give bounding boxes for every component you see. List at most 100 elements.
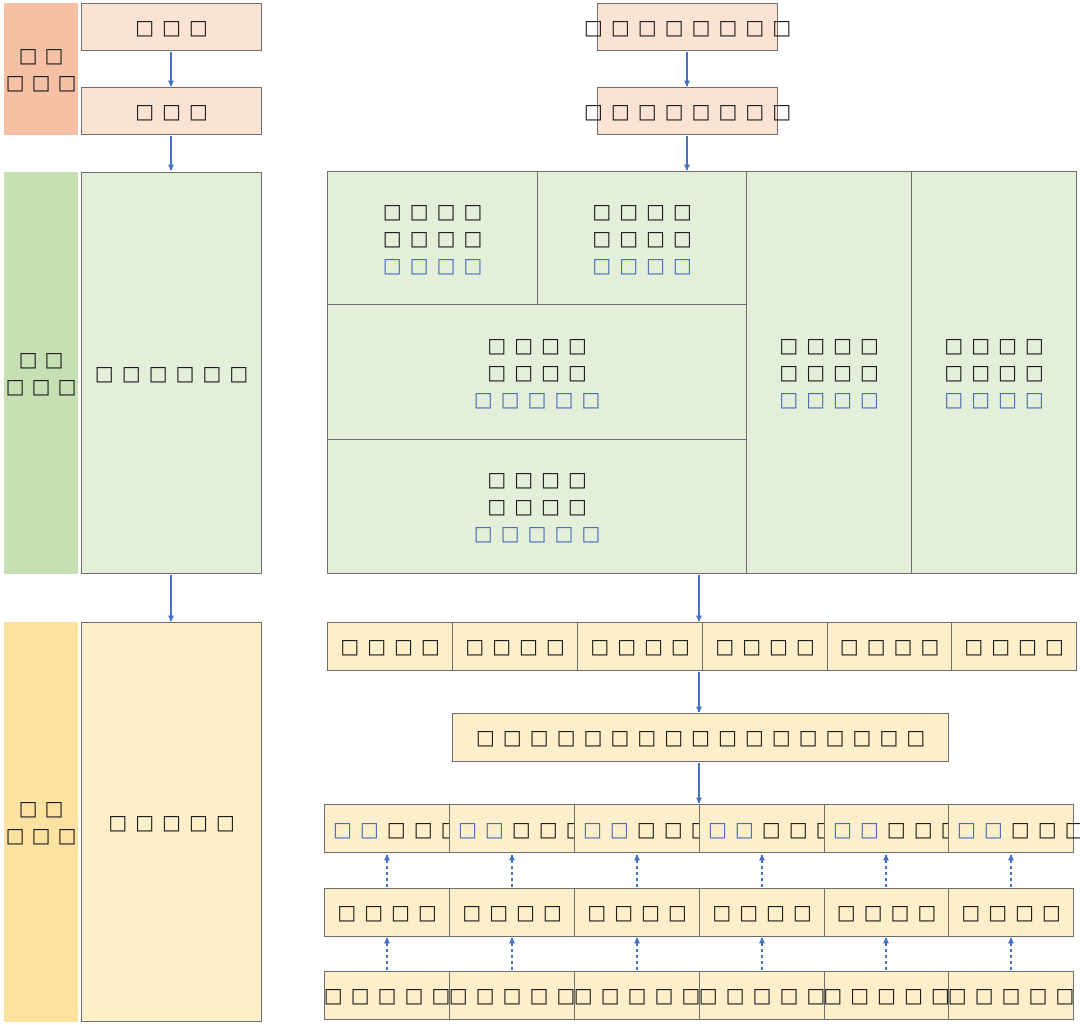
- cell-line-2: □□□□: [487, 359, 595, 384]
- box-label: □□□□: [712, 900, 820, 924]
- box-label: □□□□: [715, 634, 823, 658]
- label-accent: □□: [458, 817, 512, 841]
- cell-line-2: □□□□: [779, 360, 887, 384]
- yellow-row1-cell-5: □□□□: [827, 622, 952, 671]
- yellow-row1-cell-1: □□□□: [327, 622, 453, 671]
- yellow-row3-cell-1: □□□□: [324, 888, 450, 937]
- cell-line-1: □□□□: [487, 467, 595, 491]
- label-accent: □□: [833, 817, 887, 841]
- cell-line-2: □□□□: [592, 225, 700, 250]
- tier-label-line2: □□□: [5, 823, 84, 847]
- green-cell-c: □□□□ □□□□ □□□□□: [327, 304, 747, 440]
- green-cell-d: □□□□ □□□□ □□□□□: [327, 439, 747, 574]
- yellow-row3-cell-6: □□□□: [948, 888, 1074, 937]
- yellow-row3-cell-5: □□□□: [824, 888, 949, 937]
- cell-line-3: □□□□□: [473, 521, 609, 545]
- cell-line-3: □□□□: [592, 252, 700, 277]
- cell-line-1: □□□□: [779, 333, 887, 357]
- box-label: □□□□□: [823, 983, 958, 1007]
- yellow-row1-cell-2: □□□□: [452, 622, 578, 671]
- cell-line-2: □□□□: [382, 225, 491, 250]
- yellow-row4-cell-5: □□□□□: [823, 971, 950, 1020]
- box-label: □□□□: [836, 900, 945, 924]
- yellow-row2-cell-4: □□□□□: [699, 804, 835, 853]
- cell-line-3: □□□□: [382, 252, 491, 277]
- yellow-row2-cell-6: □□□□□: [948, 804, 1080, 853]
- cell-line-3: □□□□□: [473, 386, 609, 411]
- green-cell-b: □□□□ □□□□ □□□□: [537, 171, 747, 305]
- yellow-row1-cell-3: □□□□: [577, 622, 703, 671]
- yellow-row4-cell-2: □□□□□: [449, 971, 575, 1020]
- left-middle-box: □□□□□□: [81, 172, 262, 574]
- label-accent: □□: [708, 817, 762, 841]
- box-label: □□□□: [340, 634, 448, 658]
- tier-label-line1: □□: [18, 347, 71, 371]
- box-label: □□□: [135, 98, 216, 123]
- yellow-row3-cell-3: □□□□: [574, 888, 700, 937]
- box-label: □□□□□: [323, 983, 459, 1007]
- left-top-box-1: □□□: [81, 3, 262, 51]
- green-cell-f: □□□□ □□□□ □□□□: [911, 171, 1077, 574]
- cell-line-3: □□□□: [944, 387, 1052, 411]
- box-label: □□□□□□□□: [583, 14, 800, 39]
- cell-line-1: □□□□: [592, 198, 700, 223]
- yellow-row2-cell-3: □□□□□: [574, 804, 710, 853]
- yellow-row3-cell-2: □□□□: [449, 888, 575, 937]
- tier-label-line1: □□: [18, 796, 71, 820]
- box-label: □□□□□□□□□□□□□□□□□: [475, 725, 934, 749]
- box-label: □□□: [135, 14, 216, 39]
- left-top-box-2: □□□: [81, 87, 262, 135]
- label-accent: □□: [957, 817, 1011, 841]
- yellow-wide-box: □□□□□□□□□□□□□□□□□: [452, 713, 949, 762]
- box-label: □□□□□: [573, 983, 709, 1007]
- tier-label-top: □□ □□□: [4, 3, 78, 135]
- label-main: □□□: [761, 817, 843, 841]
- yellow-row2-cell-5: □□□□□: [824, 804, 960, 853]
- label-main: □□□: [1010, 817, 1080, 841]
- yellow-row1-cell-4: □□□□: [702, 622, 828, 671]
- tier-label-bottom: □□ □□□: [4, 622, 78, 1022]
- label-main: □□□: [886, 817, 968, 841]
- yellow-row3-cell-4: □□□□: [699, 888, 825, 937]
- box-label: □□□□: [465, 634, 573, 658]
- box-label: □□□□: [961, 900, 1069, 924]
- tier-label-middle: □□ □□□: [4, 172, 78, 574]
- yellow-row4-cell-1: □□□□□: [324, 971, 450, 1020]
- left-bottom-box: □□□□□: [81, 622, 262, 1022]
- label-main: □□□: [511, 817, 593, 841]
- yellow-row2-cell-1: □□□□□: [324, 804, 460, 853]
- right-top-box-2: □□□□□□□□: [584, 87, 791, 135]
- box-label: □□□□: [462, 900, 570, 924]
- box-label: □□□□: [337, 900, 445, 924]
- box-label: □□□□: [590, 634, 698, 658]
- box-label: □□□□: [839, 634, 948, 658]
- label-main: □□□: [386, 817, 468, 841]
- cell-line-1: □□□□: [944, 333, 1052, 357]
- tier-label-line2: □□□: [5, 70, 84, 94]
- tier-label-line1: □□: [18, 43, 71, 67]
- box-label: □□□□: [964, 634, 1072, 658]
- label-accent: □□: [583, 817, 637, 841]
- yellow-row2-cell-2: □□□□□: [449, 804, 585, 853]
- cell-line-1: □□□□: [487, 332, 595, 357]
- box-label: □□□□□□: [94, 360, 257, 385]
- label-accent: □□: [333, 817, 387, 841]
- box-label: □□□□□: [947, 983, 1080, 1007]
- box-label: □□□□□: [698, 983, 834, 1007]
- tier-label-line2: □□□: [5, 374, 84, 398]
- label-main: □□□: [636, 817, 718, 841]
- yellow-row4-cell-4: □□□□□: [699, 971, 825, 1020]
- cell-line-2: □□□□: [487, 494, 595, 518]
- box-label: □□□□: [587, 900, 695, 924]
- cell-line-3: □□□□: [779, 387, 887, 411]
- yellow-row4-cell-3: □□□□□: [574, 971, 700, 1020]
- cell-line-2: □□□□: [944, 360, 1052, 384]
- right-top-box-1: □□□□□□□□: [584, 3, 791, 51]
- yellow-row1-cell-6: □□□□: [951, 622, 1077, 671]
- cell-line-1: □□□□: [382, 198, 491, 223]
- box-label: □□□□□: [108, 809, 243, 834]
- green-cell-e: □□□□ □□□□ □□□□: [746, 171, 912, 574]
- box-label: □□□□□: [448, 983, 584, 1007]
- yellow-row4-cell-6: □□□□□: [948, 971, 1074, 1020]
